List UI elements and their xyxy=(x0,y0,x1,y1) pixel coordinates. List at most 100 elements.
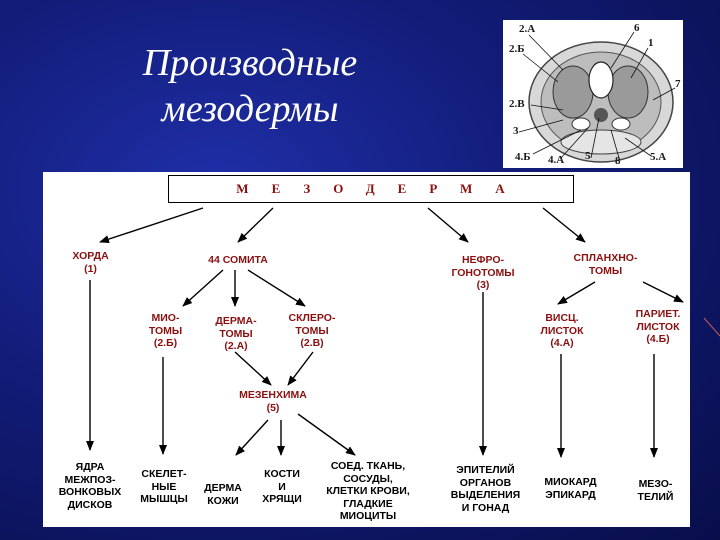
skin-label-1: ДЕРМА xyxy=(204,482,242,494)
myo-label-2: ТОМЫ xyxy=(148,324,183,337)
label-2b: 2.Б xyxy=(509,43,525,55)
node-mesenchyme: МЕЗЕНХИМА (5) xyxy=(223,389,323,414)
derma-number: (2.А) xyxy=(224,340,248,352)
chorda-label: ХОРДА xyxy=(72,250,109,262)
node-mesothelium: МЕЗО- ТЕЛИЙ xyxy=(628,478,683,503)
arrow-somites-sclero xyxy=(247,269,306,307)
label-4b: 4.Б xyxy=(515,151,531,163)
label-6: 6 xyxy=(634,22,640,34)
conn-label-2: СОСУДЫ, xyxy=(343,472,393,485)
chorda-number: (1) xyxy=(84,262,97,275)
diagram-arrows xyxy=(86,207,684,458)
epi-label-3: ВЫДЕЛЕНИЯ xyxy=(450,489,521,501)
arrow-somites-myo xyxy=(182,269,224,307)
mesench-label: МЕЗЕНХИМА xyxy=(239,389,307,401)
pariet-label-1: ПАРИЕТ. xyxy=(635,308,681,320)
myo-label-1: МИО- xyxy=(151,312,180,324)
node-myocardium: МИОКАРД ЭПИКАРД xyxy=(533,476,608,501)
sclero-label-1: СКЛЕРО- xyxy=(288,312,336,324)
label-3: 3 xyxy=(513,125,519,137)
nuclei-label-1: ЯДРА xyxy=(75,461,105,473)
arrow-derma-mesench xyxy=(234,351,272,386)
node-dermatome: ДЕРМА- ТОМЫ (2.А) xyxy=(205,315,267,353)
arrow-sclero-mesench xyxy=(287,351,314,386)
mesench-number: (5) xyxy=(266,401,280,414)
title-line-1: Производные xyxy=(142,42,358,84)
title-line-2: мезодермы xyxy=(161,88,339,130)
embryo-section-image: 2.А 6 2.Б 1 7 2.В 3 4.Б 4.А 5 8 5.А xyxy=(503,20,683,168)
label-5a: 5.А xyxy=(650,151,667,163)
node-nuclei-discs: ЯДРА МЕЖПОЗ- ВОНКОВЫХ ДИСКОВ xyxy=(45,461,135,511)
arrow-splanch-visc xyxy=(557,281,596,305)
node-connective-tissue: СОЕД. ТКАНЬ, СОСУДЫ, КЛЕТКИ КРОВИ, ГЛАДК… xyxy=(313,460,423,523)
somites-label: 44 СОМИТА xyxy=(208,254,268,266)
arrow-mesoderm-nephro xyxy=(427,207,469,243)
arrow-splanch-pariet xyxy=(642,281,684,303)
mesoderm-diagram: МЕЗОДЕРМА ХОРДА (1) 44 СОМИТА НЕФРО- ГОН… xyxy=(43,172,690,527)
splanch-label-1: СПЛАНХНО- xyxy=(573,252,638,264)
arrow-mesench-conn xyxy=(297,413,356,456)
node-skin-dermis: ДЕРМА КОЖИ xyxy=(197,482,249,507)
nuclei-label-3: ВОНКОВЫХ xyxy=(58,486,122,498)
sclero-number: (2.В) xyxy=(300,337,324,349)
visc-label-1: ВИСЦ. xyxy=(545,312,579,324)
label-8: 8 xyxy=(615,155,621,167)
nuclei-label-4: ДИСКОВ xyxy=(67,498,113,511)
visc-number: (4.А) xyxy=(550,337,574,349)
visc-label-2: ЛИСТОК xyxy=(540,324,584,337)
nephro-label-2: ГОНОТОМЫ xyxy=(451,266,515,279)
conn-label-5: МИОЦИТЫ xyxy=(339,510,397,522)
label-2v: 2.В xyxy=(509,98,525,110)
pariet-number: (4.Б) xyxy=(646,333,670,345)
node-sclerotome: СКЛЕРО- ТОМЫ (2.В) xyxy=(278,312,346,350)
epi-label-1: ЭПИТЕЛИЙ xyxy=(456,464,515,476)
node-visceral-leaf: ВИСЦ. ЛИСТОК (4.А) xyxy=(528,312,596,350)
splanch-label-2: ТОМЫ xyxy=(588,264,623,277)
nuclei-label-2: МЕЖПОЗ- xyxy=(64,473,116,486)
label-1: 1 xyxy=(648,37,654,49)
bones-label-3: ХРЯЩИ xyxy=(262,493,302,505)
node-chorda: ХОРДА (1) xyxy=(53,250,128,275)
bones-label-2: И xyxy=(278,480,286,493)
sclero-label-2: ТОМЫ xyxy=(295,324,329,337)
conn-label-3: КЛЕТКИ КРОВИ, xyxy=(326,485,410,497)
node-parietal-leaf: ПАРИЕТ. ЛИСТОК (4.Б) xyxy=(628,308,688,346)
node-excretory-epithelium: ЭПИТЕЛИЙ ОРГАНОВ ВЫДЕЛЕНИЯ И ГОНАД xyxy=(438,464,533,514)
nephro-label-1: НЕФРО- xyxy=(461,254,505,266)
label-4a: 4.А xyxy=(548,154,565,166)
epi-label-2: ОРГАНОВ xyxy=(459,476,512,489)
arrow-mesoderm-chorda xyxy=(99,207,204,243)
conn-label-4: ГЛАДКИЕ xyxy=(343,497,393,510)
arrow-mesench-skin xyxy=(235,419,269,456)
pariet-label-2: ЛИСТОК xyxy=(636,320,680,333)
skel-label-1: СКЕЛЕТ- xyxy=(141,468,187,480)
node-somites: 44 СОМИТА xyxy=(193,254,283,267)
skel-label-2: НЫЕ xyxy=(151,480,177,493)
myocard-label-2: ЭПИКАРД xyxy=(545,488,596,501)
skel-label-3: МЫШЦЫ xyxy=(140,493,188,505)
node-skeletal-muscles: СКЕЛЕТ- НЫЕ МЫШЦЫ xyxy=(133,468,195,506)
node-nephro: НЕФРО- ГОНОТОМЫ (3) xyxy=(438,254,528,292)
embryo-section-drawing xyxy=(518,31,676,163)
arrow-mesoderm-splanch xyxy=(542,207,586,243)
myo-number: (2.Б) xyxy=(153,337,178,349)
label-7: 7 xyxy=(675,78,681,90)
derma-label-1: ДЕРМА- xyxy=(215,315,257,327)
skin-label-2: КОЖИ xyxy=(207,494,239,507)
epi-label-4: И ГОНАД xyxy=(461,501,510,514)
mesoderm-box: МЕЗОДЕРМА xyxy=(168,175,574,203)
page-title: Производные мезодермы xyxy=(100,40,400,132)
label-5: 5 xyxy=(585,150,591,162)
conn-label-1: СОЕД. ТКАНЬ, xyxy=(330,460,406,472)
nephro-number: (3) xyxy=(476,279,490,291)
label-2a: 2.А xyxy=(519,23,536,35)
arrow-mesoderm-somites xyxy=(237,207,274,243)
node-bones-cartilage: КОСТИ И ХРЯЩИ xyxy=(253,468,311,506)
myocard-label-1: МИОКАРД xyxy=(544,476,597,488)
bones-label-1: КОСТИ xyxy=(264,468,300,480)
derma-label-2: ТОМЫ xyxy=(219,327,253,340)
node-myotome: МИО- ТОМЫ (2.Б) xyxy=(138,312,193,350)
meso-label-1: МЕЗО- xyxy=(638,478,673,490)
node-splanch: СПЛАНХНО- ТОМЫ xyxy=(558,252,653,277)
